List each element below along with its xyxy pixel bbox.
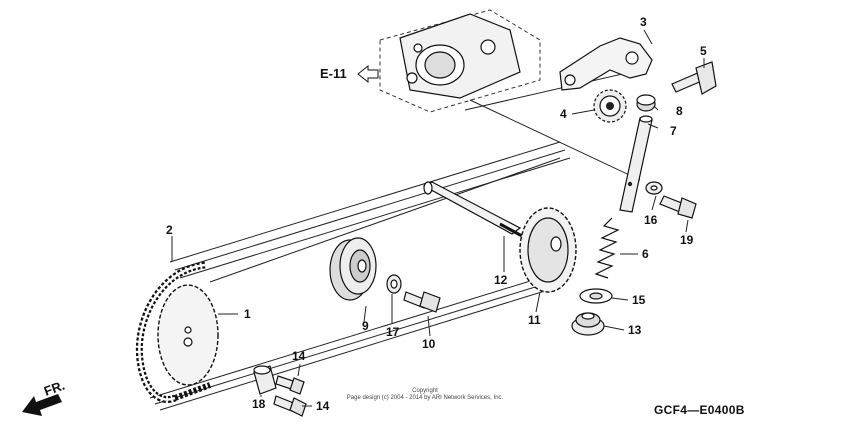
callout-8[interactable]: 8 [676, 104, 683, 118]
front-label: FR. [42, 378, 67, 399]
cap-8[interactable] [636, 94, 656, 112]
callout-5[interactable]: 5 [700, 44, 707, 58]
callout-18[interactable]: 18 [252, 397, 266, 411]
drive-sprocket-11[interactable] [519, 207, 577, 293]
tensioner-rod[interactable] [619, 115, 653, 213]
chain-run-lines [149, 69, 641, 411]
callout-11[interactable]: 11 [528, 313, 541, 327]
callout-1[interactable]: 1 [244, 307, 251, 321]
sealing-bolt-13[interactable] [571, 312, 605, 336]
callout-3[interactable]: 3 [640, 15, 647, 29]
copyright-notice: Copyright Page design (c) 2004 - 2014 by… [347, 388, 504, 401]
washer-15[interactable] [579, 288, 613, 304]
dowel-18[interactable] [253, 365, 277, 395]
bolt-14-upper[interactable] [275, 375, 305, 395]
bolt-14-lower[interactable] [273, 395, 307, 417]
callout-2[interactable]: 2 [166, 223, 173, 237]
callout-13[interactable]: 13 [628, 323, 642, 337]
leader-lines [171, 29, 705, 407]
cam-chain-2[interactable] [135, 261, 212, 403]
chain-roller-9[interactable] [329, 237, 377, 301]
diagram-code: GCF4—E0400B [654, 403, 745, 417]
callout-12[interactable]: 12 [494, 273, 508, 287]
sprocket-shaft[interactable] [422, 181, 523, 238]
bolt-19[interactable] [659, 195, 697, 219]
reference-arrow[interactable]: E-11 [320, 64, 379, 84]
washer-16[interactable] [645, 181, 663, 195]
cam-sprocket-1[interactable] [157, 284, 219, 386]
tensioner-arm[interactable] [559, 37, 653, 91]
callout-14-upper[interactable]: 14 [292, 349, 306, 363]
front-direction-marker: FR. [22, 378, 67, 416]
callouts: 1 2 3 4 5 6 7 8 9 10 11 12 13 14 14 15 1… [166, 15, 707, 413]
copyright-line-1: Copyright [412, 388, 438, 394]
tensioner-spring[interactable] [594, 217, 620, 279]
callout-6[interactable]: 6 [642, 247, 649, 261]
callout-4[interactable]: 4 [560, 107, 567, 121]
callout-9[interactable]: 9 [362, 319, 369, 333]
reference-label: E-11 [320, 66, 347, 81]
callout-19[interactable]: 19 [680, 233, 694, 247]
washer-17[interactable] [386, 274, 402, 294]
callout-10[interactable]: 10 [422, 337, 436, 351]
callout-16[interactable]: 16 [644, 213, 658, 227]
callout-15[interactable]: 15 [632, 293, 646, 307]
bolt-10[interactable] [403, 291, 441, 313]
copyright-line-2: Page design (c) 2004 - 2014 by ARI Netwo… [347, 395, 504, 401]
callout-7[interactable]: 7 [670, 124, 677, 138]
callout-17[interactable]: 17 [386, 325, 400, 339]
callout-14-lower[interactable]: 14 [316, 399, 330, 413]
bolt-5[interactable] [671, 61, 717, 95]
tensioner-sprocket[interactable] [593, 89, 627, 123]
crankcase-assembly [379, 9, 541, 113]
